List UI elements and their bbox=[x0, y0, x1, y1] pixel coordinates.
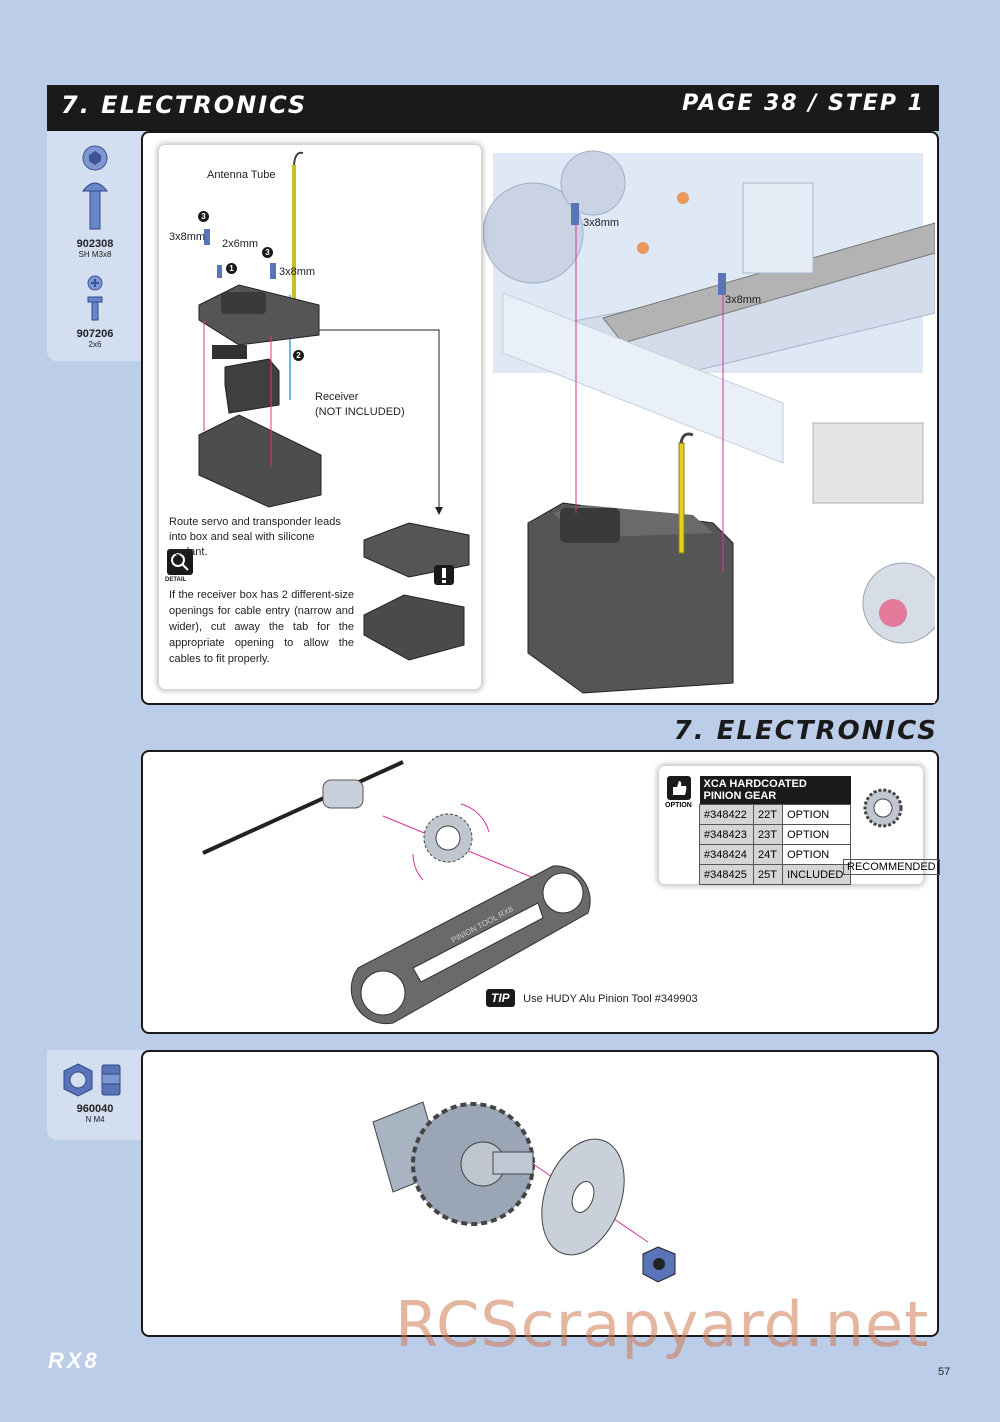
step-panel-pinion: PINION TOOL RX8 TIP Use HUDY Alu Pinion … bbox=[141, 750, 940, 1034]
detail-magnifier-icon bbox=[167, 549, 193, 575]
detail-badge: DETAIL bbox=[165, 577, 187, 583]
pinion-table: XCA HARDCOATED PINION GEAR #348422 22T O… bbox=[699, 776, 923, 885]
page-step: PAGE 38 / STEP 1 bbox=[682, 91, 925, 116]
part-960040: 960040 N M4 bbox=[47, 1062, 143, 1124]
tip-badge: TIP bbox=[486, 989, 515, 1007]
main-screw-label-b: 3x8mm bbox=[725, 294, 762, 306]
section-header: 7. ELECTRONICS PAGE 38 / STEP 1 bbox=[47, 85, 939, 131]
thumbs-up-icon bbox=[667, 776, 691, 800]
recommended-cell: RECOMMENDED bbox=[843, 859, 940, 875]
pinion-gear-icon bbox=[863, 788, 903, 828]
part-902308: 902308 SH M3x8 bbox=[47, 143, 143, 259]
step-panel-receiver: 3x8mm 3x8mm bbox=[141, 131, 939, 705]
callout-2: 2 bbox=[293, 350, 304, 361]
small-screw-icon bbox=[87, 275, 103, 321]
screw-3x8-label-a: 3x8mm bbox=[169, 231, 206, 243]
part-907206: 907206 2x6 bbox=[47, 273, 143, 349]
rx8-logo: RX8 bbox=[48, 1348, 100, 1373]
table-row: #348422 22T OPTION bbox=[699, 804, 924, 825]
table-row: #348423 23T OPTION bbox=[699, 824, 924, 845]
screw-3x8-label-b: 3x8mm bbox=[279, 266, 316, 278]
antenna-tube-label: Antenna Tube bbox=[207, 169, 276, 181]
receiver-label: Receiver bbox=[315, 391, 359, 403]
page-number: 57 bbox=[938, 1366, 951, 1378]
exploded-view-inset: Antenna Tube 3x8mm 2x6mm 3x8mm 3 1 3 2 R… bbox=[159, 145, 481, 689]
table-row: #348424 24T OPTION bbox=[699, 844, 924, 865]
tip-callout: TIP Use HUDY Alu Pinion Tool #349903 bbox=[486, 989, 698, 1007]
pinion-nut-illustration bbox=[372, 1101, 676, 1283]
section-title-2: 7. ELECTRONICS bbox=[673, 716, 938, 746]
parts-list-bottom: 960040 N M4 bbox=[47, 1050, 143, 1140]
pinion-option-table: OPTION XCA HARDCOATED PINION GEAR #34842… bbox=[659, 766, 940, 885]
parts-list-top: 902308 SH M3x8 907206 2x6 bbox=[47, 131, 143, 361]
button-head-screw-icon bbox=[81, 145, 109, 230]
not-included-label: (NOT INCLUDED) bbox=[315, 406, 405, 418]
table-row: #348425 25T INCLUDED bbox=[699, 864, 924, 885]
main-screw-label-a: 3x8mm bbox=[583, 217, 620, 229]
pinion-table-header: XCA HARDCOATED PINION GEAR bbox=[699, 776, 851, 805]
pinion-tool-illustration: PINION TOOL RX8 bbox=[202, 760, 591, 1025]
step-panel-nut bbox=[141, 1050, 939, 1337]
chassis-illustration bbox=[483, 143, 935, 703]
lock-nut-icon bbox=[63, 1063, 121, 1097]
watermark: RCScrapyard.net bbox=[395, 1288, 930, 1361]
tip-text: Use HUDY Alu Pinion Tool #349903 bbox=[523, 993, 698, 1005]
callout-1: 1 bbox=[226, 263, 237, 274]
section-title: 7. ELECTRONICS bbox=[61, 91, 308, 119]
route-note: Route servo and transponder leads into b… bbox=[169, 516, 341, 558]
callout-3a: 3 bbox=[198, 211, 209, 222]
detail-note: If the receiver box has 2 different-size… bbox=[169, 589, 354, 665]
screw-2x6-label: 2x6mm bbox=[222, 238, 259, 250]
option-label: OPTION bbox=[665, 802, 692, 809]
callout-3b: 3 bbox=[262, 247, 273, 258]
